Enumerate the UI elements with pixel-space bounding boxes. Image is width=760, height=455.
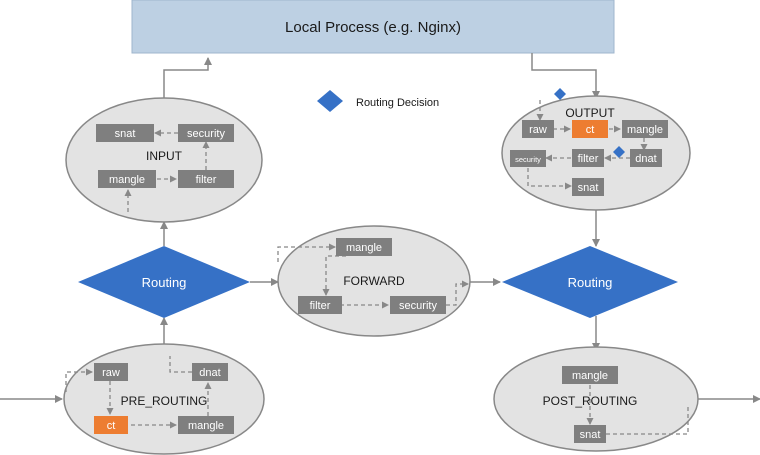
input-filter-box [178,170,234,188]
pre-raw-box [94,363,128,381]
forward-entry-arrow [277,243,336,262]
output-chain-label: OUTPUT [565,106,615,120]
input-mangle-label: mangle [109,174,145,186]
output-security-label: security [515,155,541,164]
input-to-process-line [163,57,212,98]
local-process-box [131,0,615,54]
pre-ct-label: ct [107,420,116,432]
input-chain-label: INPUT [146,149,183,163]
output-routing-marker-top [554,88,566,100]
routing-diamond-left [78,246,250,318]
output-security-snat-arrow [527,168,572,190]
output-snat-box [572,178,604,196]
pre-ct-box [94,416,128,434]
forward-security-label: security [399,300,437,312]
forward-mangle-box [336,238,392,256]
routing-decision-legend-icon [317,90,343,112]
output-raw-box [522,120,554,138]
pre-mangle-label: mangle [188,420,224,432]
forward-filter-label: filter [310,300,331,312]
output-ct-box [572,120,608,138]
routing-left-label: Routing [142,275,187,290]
output-security-box [510,150,546,167]
legend-label: Routing Decision [356,97,439,109]
forward-exit-arrow [446,280,469,306]
pre-dnat-box [192,363,228,381]
input-mangle-box [98,170,156,188]
pre-mangle-box [178,416,234,434]
output-routing-marker-inner [613,146,625,158]
output-ct-label: ct [586,124,595,136]
forward-filter-box [298,296,342,314]
input-snat-label: snat [115,128,136,140]
local-process-title: Local Process (e.g. Nginx) [285,19,461,36]
post-routing-chain-label: POST_ROUTING [543,394,638,408]
output-dnat-label: dnat [635,153,656,165]
output-snat-label: snat [578,182,599,194]
output-dnat-box [630,149,662,167]
output-mangle-label: mangle [627,124,663,136]
input-filter-label: filter [196,174,217,186]
output-filter-label: filter [578,153,599,165]
post-mangle-box [562,366,618,384]
pre-raw-label: raw [102,367,120,379]
post-mangle-label: mangle [572,370,608,382]
pre-dnat-label: dnat [199,367,220,379]
output-mangle-box [622,120,668,138]
post-exit-arrow [606,406,689,435]
pre-entry-arrow [65,368,93,392]
routing-diamond-right [502,246,678,318]
post-routing-chain [493,346,699,452]
input-security-label: security [187,128,225,140]
pre-exit-arrow [169,356,192,373]
forward-mangle-filter-arrow [322,255,346,296]
post-snat-box [574,425,606,443]
forward-chain-label: FORWARD [343,274,405,288]
pre-routing-chain-label: PRE_ROUTING [121,394,208,408]
output-filter-box [572,149,604,167]
output-raw-label: raw [529,124,547,136]
forward-mangle-label: mangle [346,242,382,254]
input-security-box [178,124,234,142]
forward-security-box [390,296,446,314]
input-snat-box [96,124,154,142]
post-snat-label: snat [580,429,601,441]
process-to-output-line [531,53,600,99]
routing-right-label: Routing [568,275,613,290]
